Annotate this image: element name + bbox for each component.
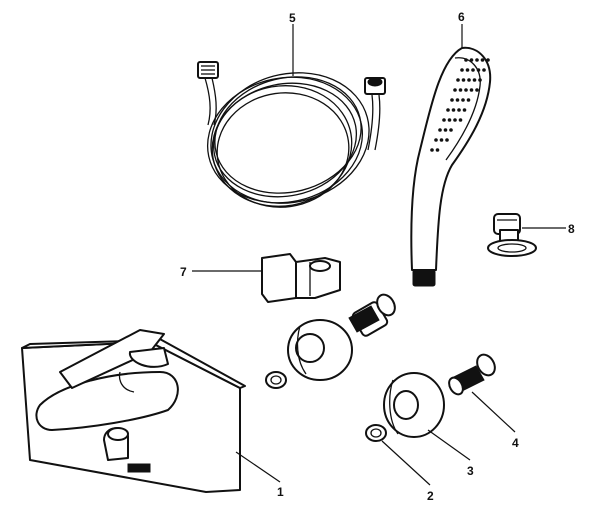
callout-3: 3	[467, 464, 474, 478]
nozzle-dot	[430, 148, 434, 152]
nozzle-dot	[438, 128, 442, 132]
nozzle-dot	[475, 58, 479, 62]
nozzle-dot	[476, 68, 481, 72]
nozzle-dot	[472, 78, 477, 82]
callout-6: 6	[458, 10, 465, 24]
nozzle-dot	[434, 138, 438, 142]
nozzle-dot	[439, 138, 444, 142]
nozzle-dot	[486, 58, 490, 62]
nozzle-dot	[455, 98, 460, 102]
shower-holder	[261, 253, 341, 303]
nozzle-dot	[456, 78, 460, 82]
cover-ring	[383, 372, 445, 438]
nozzle-dot	[471, 68, 475, 72]
nozzle-dot	[460, 68, 464, 72]
washer-upper	[265, 371, 287, 389]
callout-4: 4	[512, 436, 519, 450]
leader-3	[427, 429, 471, 461]
nozzle-dot	[469, 58, 474, 62]
nozzle-dot	[464, 88, 468, 92]
hand-shower	[410, 46, 492, 287]
connector-nut	[448, 353, 496, 396]
nozzle-dot	[462, 108, 467, 112]
nozzle-dot	[478, 78, 482, 82]
nozzle-dot	[446, 108, 450, 112]
callout-5: 5	[289, 11, 296, 25]
connector-nut-upper	[348, 293, 396, 337]
nozzle-dot	[467, 78, 471, 82]
nozzle-dot	[451, 108, 456, 112]
cover-ring-upper	[287, 319, 353, 381]
washer	[365, 424, 387, 442]
leader-4	[471, 391, 516, 433]
shower-hose	[197, 61, 386, 208]
nozzle-dot	[453, 88, 457, 92]
hose-end-right	[364, 77, 386, 95]
nozzle-dot	[435, 148, 440, 152]
nozzle-dot	[449, 128, 453, 132]
callout-8: 8	[568, 222, 575, 236]
wall-connector	[487, 213, 537, 257]
leader-1	[235, 451, 281, 483]
nozzle-dot	[450, 98, 454, 102]
nozzle-dot	[458, 118, 463, 122]
nozzle-dot	[445, 138, 449, 142]
nozzle-dot	[447, 118, 452, 122]
mixer-lever	[59, 329, 169, 389]
diverter-knob	[103, 427, 129, 461]
hose-end-left	[197, 61, 219, 79]
callout-7: 7	[180, 265, 187, 279]
nozzle-dot	[457, 108, 461, 112]
nozzle-dot	[475, 88, 479, 92]
spray-nozzles	[430, 58, 490, 152]
nozzle-dot	[464, 58, 468, 62]
leader-2	[381, 440, 431, 486]
bath-mixer	[21, 329, 246, 493]
nozzle-dot	[442, 118, 446, 122]
callout-1: 1	[277, 485, 284, 499]
nozzle-dot	[443, 128, 448, 132]
callout-2: 2	[427, 489, 434, 503]
nozzle-dot	[453, 118, 457, 122]
nozzle-dot	[461, 78, 466, 82]
nozzle-dot	[469, 88, 474, 92]
nozzle-dot	[458, 88, 463, 92]
nozzle-dot	[482, 68, 486, 72]
nozzle-dot	[465, 68, 470, 72]
nozzle-dot	[480, 58, 485, 62]
nozzle-dot	[466, 98, 471, 102]
nozzle-dot	[461, 98, 465, 102]
